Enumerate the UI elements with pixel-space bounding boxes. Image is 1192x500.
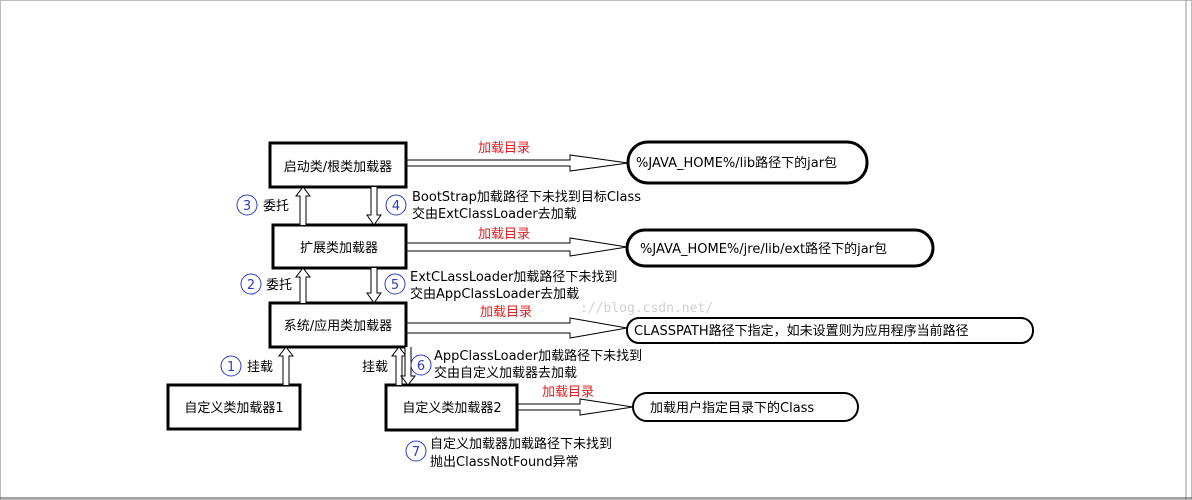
mount-arrow-custom2-to-system [390,346,408,385]
fallback-arrow-ext-to-system [366,268,382,304]
step-1-circle [220,355,242,377]
bootstrap-loader-box [268,141,408,189]
custom-loader-1-label: 自定义类加载器1 [184,401,283,416]
step-7-line2: 抛出ClassNotFound异常 [430,455,579,470]
step-7-line1: 自定义加载器加载路径下未找到 [430,436,612,452]
system-loader-box [268,301,408,349]
system-load-arrow [406,317,628,339]
step-3-circle [236,194,258,216]
extension-load-arrow [406,237,628,257]
bootstrap-target-label: %JAVA_HOME%/lib路径下的jar包 [636,155,837,171]
custom2-target-label: 加载用户指定目录下的Class [650,400,814,416]
fallback-arrow-system-to-custom2 [399,347,417,386]
step-6-circle [410,354,432,376]
fallback-arrow-bootstrap-to-ext [366,187,382,226]
system-load-label: 加载目录 [480,305,532,320]
system-loader-label: 系统/应用类加载器 [284,318,392,334]
bootstrap-load-label: 加载目录 [478,141,530,156]
step-2-number: 2 [247,278,255,293]
step-1-label: 挂载 [247,360,273,375]
extension-loader-box [271,223,408,270]
extension-load-label: 加载目录 [478,227,530,242]
step-5-number: 5 [391,278,399,293]
custom-loader-2-label: 自定义类加载器2 [402,401,501,416]
extension-loader-label: 扩展类加载器 [300,241,378,256]
step-7-number: 7 [412,445,420,460]
step-7-circle [405,440,427,462]
custom-loader-2-box [384,383,519,432]
step-5-line2: 交由AppClassLoader去加载 [410,286,579,302]
extension-target-ellipse [625,228,935,268]
step-6-number: 6 [417,359,425,374]
step-4-line1: BootStrap加载路径下未找到目标Class [412,189,641,205]
step-3-label: 委托 [263,199,289,214]
mount-arrow-custom1-to-system [277,346,295,385]
step-6-line1: AppClassLoader加载路径下未找到 [434,348,642,364]
watermark: ://blog.csdn.net/ [580,301,713,316]
delegate-arrow-system-to-ext [294,267,312,303]
step-4-circle [385,194,407,216]
step-5-circle [384,273,406,295]
step-1-number: 1 [227,360,235,375]
step-3-number: 3 [243,199,251,214]
custom2-load-arrow [517,398,634,416]
step-2-label: 委托 [266,278,292,293]
step-5-line1: ExtCLassLoader加载路径下未找到 [410,269,617,285]
extension-target-label: %JAVA_HOME%/jre/lib/ext路径下的jar包 [640,241,887,257]
custom2-load-label: 加载目录 [542,385,594,400]
step-4-number: 4 [392,199,400,214]
bootstrap-load-arrow [406,154,629,172]
step-2-circle [240,273,262,295]
custom-loader-1-box [166,383,302,431]
bootstrap-loader-label: 启动类/根类加载器 [284,160,392,175]
step-4-line2: 交由ExtClassLoader去加载 [412,206,577,222]
step-6-line2: 交由自定义加载器去加载 [434,365,577,381]
system-target-label: CLASSPATH路径下指定，如未设置则为应用程序当前路径 [634,323,969,339]
delegate-arrow-ext-to-bootstrap [294,186,312,225]
step-6-mount-label: 挂载 [362,360,388,375]
system-target-ellipse [626,317,1034,344]
